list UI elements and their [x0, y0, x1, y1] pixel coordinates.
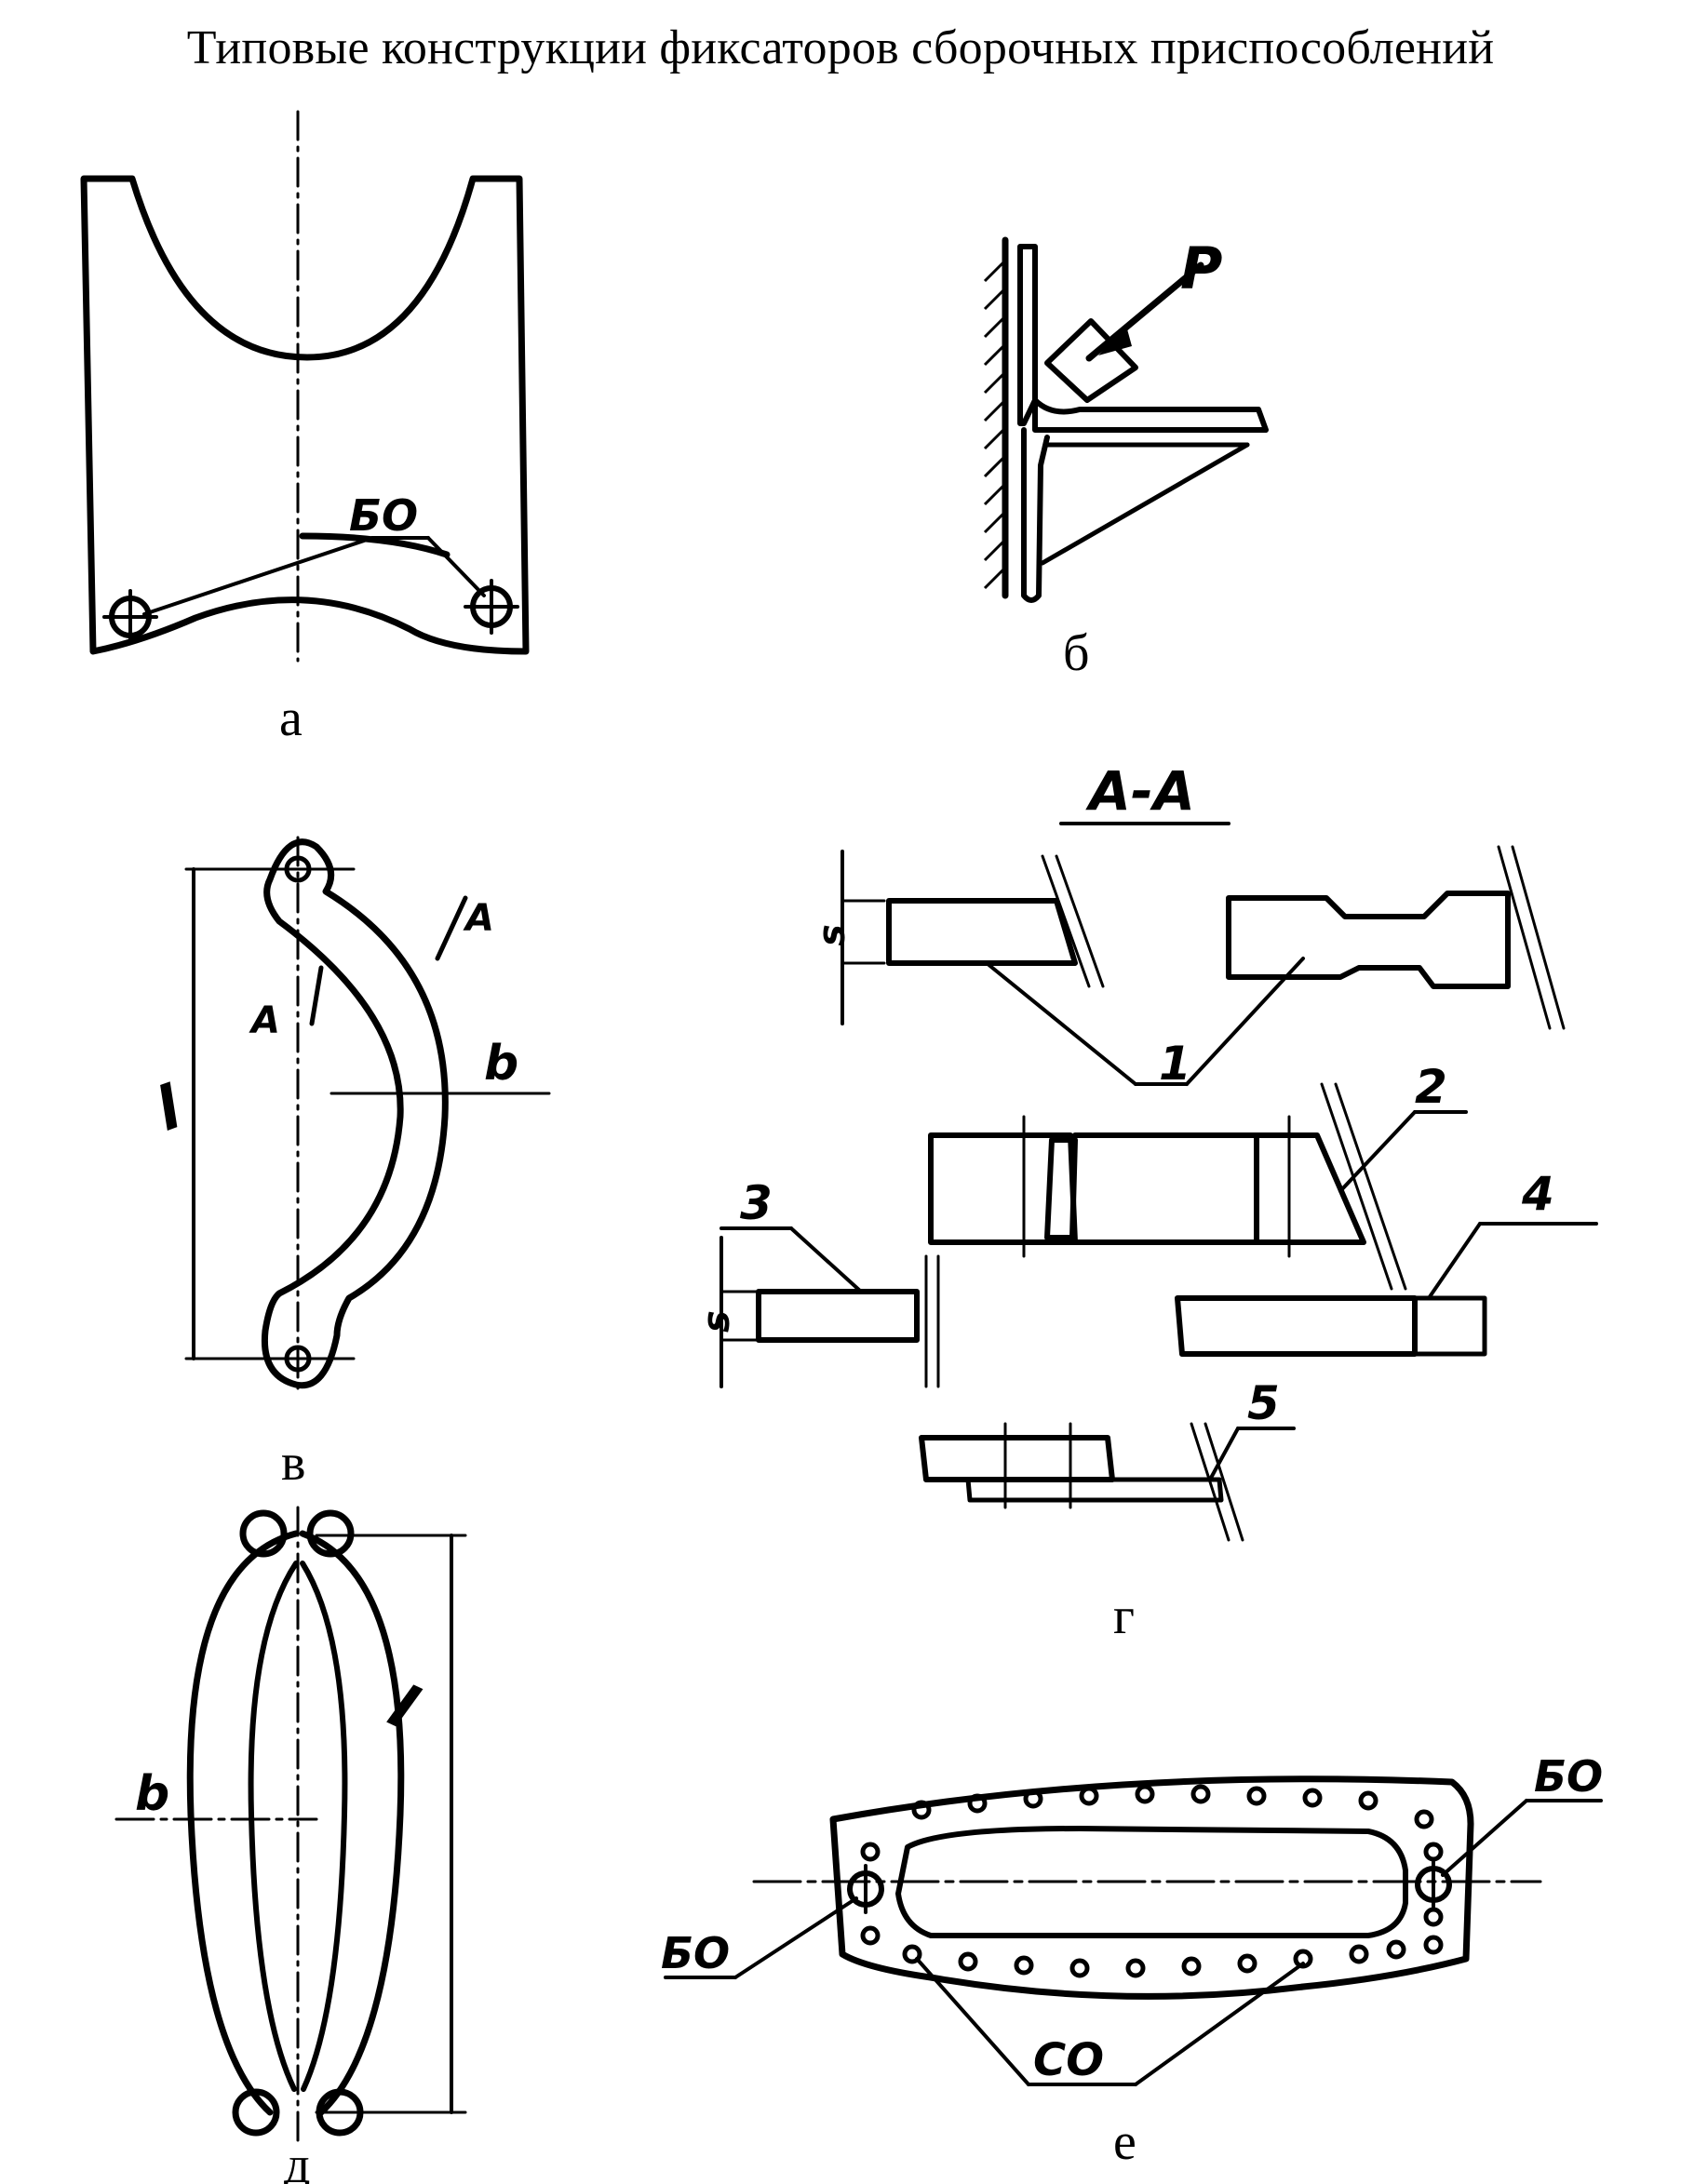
label-a-section-left: А	[249, 999, 280, 1042]
label-bo-e-left: БО	[661, 1928, 730, 1978]
label-a-section-right: А	[463, 897, 494, 940]
label-4: 4	[1521, 1167, 1554, 1221]
figure-a-cradle-fixture: БО а	[80, 110, 530, 747]
caption-a: а	[279, 690, 303, 747]
caption-e: е	[1113, 2113, 1136, 2171]
label-p: Р	[1180, 234, 1222, 302]
label-5: 5	[1247, 1376, 1280, 1430]
label-3: 3	[740, 1176, 773, 1230]
figure-b-angle-stop: Р б	[983, 234, 1269, 682]
label-b-d: b	[135, 1766, 169, 1822]
figure-e-frame-fixture: БО БО СО е	[661, 1751, 1603, 2171]
label-1: 1	[1159, 1037, 1191, 1091]
label-s-1: s	[811, 924, 854, 946]
label-2: 2	[1415, 1060, 1447, 1114]
label-bo-a: БО	[349, 490, 418, 541]
label-co: СО	[1033, 2034, 1104, 2086]
caption-v: в	[281, 1434, 305, 1492]
figure-g-sections: А-А 1 s 2	[695, 759, 1598, 1645]
label-s-3: s	[695, 1310, 738, 1333]
label-l-v: l	[147, 1073, 191, 1145]
figure-v-arc-fixture: b l А А в	[147, 836, 551, 1492]
label-b-v: b	[484, 1036, 518, 1092]
caption-b: б	[1063, 624, 1090, 682]
caption-g: г	[1113, 1588, 1135, 1645]
figure-d-double-arc-fixture: b l д	[114, 1506, 467, 2184]
page-title: Типовые конструкции фиксаторов сборочных…	[186, 21, 1495, 74]
label-section-aa: А-А	[1085, 759, 1195, 823]
caption-d: д	[284, 2137, 311, 2184]
label-bo-e-right: БО	[1534, 1751, 1603, 1802]
